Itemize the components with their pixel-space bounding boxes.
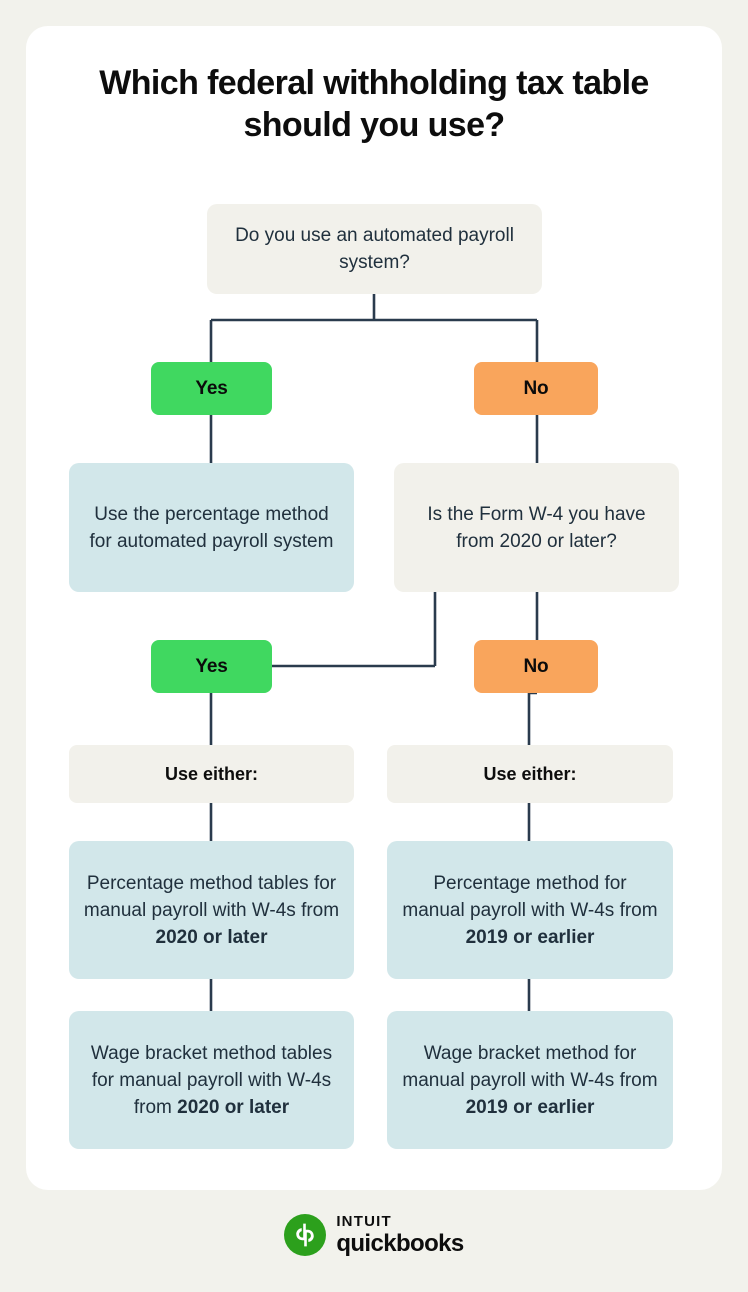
node-use-either-right-text: Use either: [483, 764, 577, 784]
node-left-percentage: Percentage method tables for manual payr… [69, 841, 354, 979]
brand-quickbooks: quickbooks [336, 1230, 464, 1257]
brand-intuit: INTUIT [336, 1213, 392, 1230]
node-right-percentage-text: Percentage method for manual payroll wit… [387, 870, 673, 951]
node-q1-yes-label: Yes [195, 377, 228, 399]
node-q1-text: Do you use an automated payroll system? [235, 225, 514, 273]
node-left-percentage-text: Percentage method tables for manual payr… [69, 870, 354, 951]
node-right-wage-bracket-text: Wage bracket method for manual payroll w… [387, 1040, 673, 1121]
node-result-automated-text: Use the percentage method for automated … [89, 503, 334, 552]
node-q1: Do you use an automated payroll system? [207, 204, 542, 294]
page-title: Which federal withholding tax table shou… [99, 64, 649, 144]
node-result-automated: Use the percentage method for automated … [69, 463, 354, 592]
node-left-percentage-plain: Percentage method tables for manual payr… [83, 872, 340, 921]
node-q2-yes-label: Yes [195, 655, 228, 677]
node-right-percentage-bold: 2019 or earlier [465, 926, 595, 948]
brand-wordmark: INTUIT quickbooks [336, 1213, 464, 1257]
node-left-percentage-bold: 2020 or later [155, 926, 268, 948]
node-q2-no-label: No [523, 655, 549, 677]
node-use-either-right: Use either: [387, 745, 673, 803]
node-right-wage-bracket: Wage bracket method for manual payroll w… [387, 1011, 673, 1149]
node-q1-no-label: No [523, 377, 549, 399]
node-left-wage-bracket-bold: 2020 or later [177, 1096, 290, 1118]
brand-footer: INTUIT quickbooks [0, 1214, 748, 1256]
node-right-wage-bracket-bold: 2019 or earlier [465, 1096, 595, 1118]
node-right-percentage: Percentage method for manual payroll wit… [387, 841, 673, 979]
node-use-either-left-text: Use either: [164, 764, 259, 784]
node-q1-no[interactable]: No [474, 362, 598, 415]
node-q1-yes[interactable]: Yes [151, 362, 272, 415]
node-right-wage-bracket-plain: Wage bracket method for manual payroll w… [402, 1042, 658, 1091]
node-q2-text: Is the Form W-4 you have from 2020 or la… [427, 503, 646, 552]
node-q2-no[interactable]: No [474, 640, 598, 693]
node-left-wage-bracket-plain: Wage bracket method tables for manual pa… [90, 1042, 333, 1118]
node-q2: Is the Form W-4 you have from 2020 or la… [394, 463, 679, 592]
node-left-wage-bracket-text: Wage bracket method tables for manual pa… [69, 1040, 354, 1121]
quickbooks-logo-icon [284, 1214, 327, 1256]
node-right-percentage-plain: Percentage method for manual payroll wit… [402, 872, 658, 921]
node-use-either-left: Use either: [69, 745, 354, 803]
node-q2-yes[interactable]: Yes [151, 640, 272, 693]
node-left-wage-bracket: Wage bracket method tables for manual pa… [69, 1011, 354, 1149]
